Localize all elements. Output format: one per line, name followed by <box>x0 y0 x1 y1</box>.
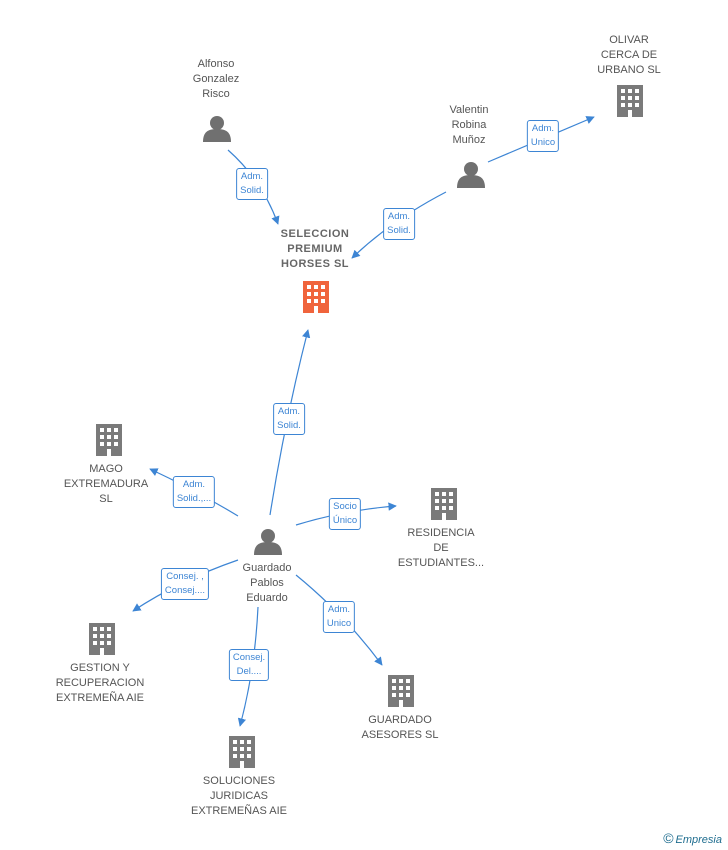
edge-label-guardado-residencia[interactable]: Socio Único <box>328 498 362 530</box>
brand-name: Empresia <box>675 834 722 846</box>
edge-label-guardado-soluciones[interactable]: Consej. Del.... <box>228 649 270 681</box>
edge-label-alfonso-seleccion[interactable]: Adm. Solid. <box>236 168 268 200</box>
person-icon-valentin[interactable] <box>457 162 485 188</box>
node-label-guardado[interactable]: Guardado Pablos Eduardo <box>242 562 292 604</box>
edge-label-valentin-olivar[interactable]: Adm. Unico <box>526 120 560 152</box>
building-icon-olivar[interactable] <box>617 85 643 117</box>
person-icon-guardado[interactable] <box>254 529 282 555</box>
building-icon-seleccion[interactable] <box>303 281 329 313</box>
node-label-seleccion[interactable]: SELECCION PREMIUM HORSES SL <box>280 228 350 270</box>
edge-label-guardado-seleccion[interactable]: Adm. Solid. <box>273 403 305 435</box>
node-label-soluciones[interactable]: SOLUCIONES JURIDICAS EXTREMEÑAS AIE <box>191 775 287 817</box>
node-label-alfonso[interactable]: Alfonso Gonzalez Risco <box>192 58 240 100</box>
person-icon-alfonso[interactable] <box>203 116 231 142</box>
edge-label-guardado-mago[interactable]: Adm. Solid.,... <box>172 476 216 508</box>
edge-label-guardado-gestion[interactable]: Consej. , Consej.... <box>160 568 210 600</box>
node-label-gestion[interactable]: GESTION Y RECUPERACION EXTREMEÑA AIE <box>55 662 145 704</box>
node-label-residencia[interactable]: RESIDENCIA DE ESTUDIANTES... <box>397 527 485 569</box>
edge-label-guardado-asesores[interactable]: Adm. Unico <box>322 601 356 633</box>
node-label-olivar[interactable]: OLIVAR CERCA DE URBANO SL <box>597 34 661 76</box>
node-label-mago[interactable]: MAGO EXTREMADURA SL <box>63 463 149 505</box>
building-icon-mago[interactable] <box>96 424 122 456</box>
node-label-valentin[interactable]: Valentin Robina Muñoz <box>449 104 489 146</box>
building-icon-soluciones[interactable] <box>229 736 255 768</box>
building-icon-gestion[interactable] <box>89 623 115 655</box>
edge-label-valentin-seleccion[interactable]: Adm. Solid. <box>383 208 415 240</box>
building-icon-residencia[interactable] <box>431 488 457 520</box>
node-label-asesores[interactable]: GUARDADO ASESORES SL <box>361 714 439 741</box>
building-icon-asesores[interactable] <box>388 675 414 707</box>
brand-watermark: ©Empresia <box>663 830 722 846</box>
edges <box>132 116 595 727</box>
copyright-icon: © <box>663 830 674 846</box>
